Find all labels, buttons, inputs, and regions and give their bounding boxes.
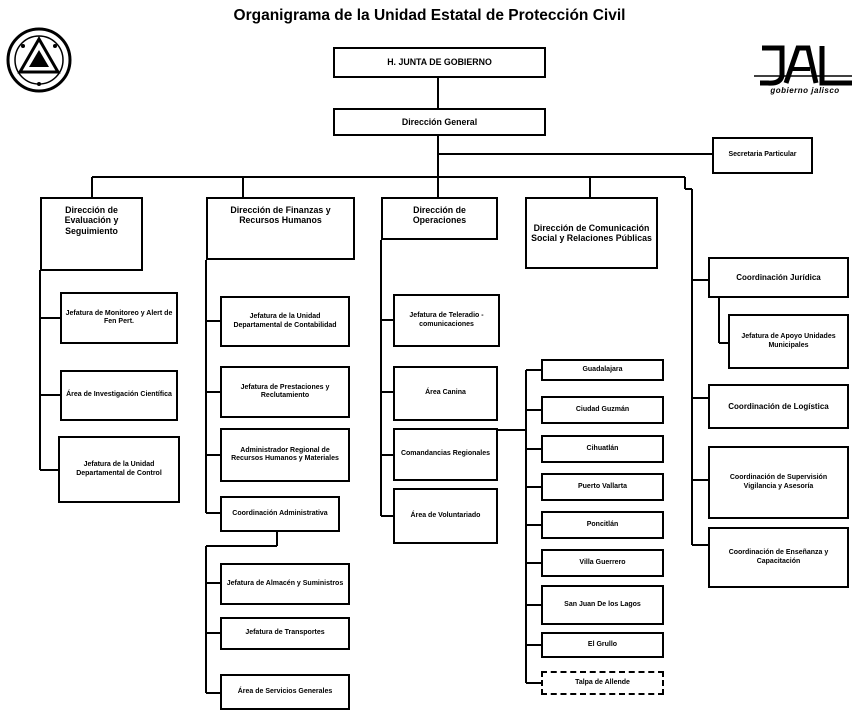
box-region-poncitlan: Poncitlán xyxy=(541,511,664,539)
box-apoyo-municipales: Jefatura de Apoyo Unidades Municipales xyxy=(728,314,849,369)
box-direccion-operaciones: Dirección de Operaciones xyxy=(381,197,498,240)
jalisco-logo xyxy=(754,45,852,86)
box-contabilidad: Jefatura de la Unidad Departamental de C… xyxy=(220,296,350,347)
box-coordinacion-juridica: Coordinación Jurídica xyxy=(708,257,849,298)
box-direccion-evaluacion: Dirección de Evaluación y Seguimiento xyxy=(40,197,143,271)
box-direccion-general: Dirección General xyxy=(333,108,546,136)
box-junta-gobierno: H. JUNTA DE GOBIERNO xyxy=(333,47,546,78)
box-unidad-control: Jefatura de la Unidad Departamental de C… xyxy=(58,436,180,503)
box-region-san-juan: San Juan De los Lagos xyxy=(541,585,664,625)
box-region-guadalajara: Guadalajara xyxy=(541,359,664,381)
box-comandancias: Comandancias Regionales xyxy=(393,428,498,481)
box-region-villa-guerrero: Villa Guerrero xyxy=(541,549,664,577)
box-coordinacion-supervision: Coordinación de Supervisión Vigilancia y… xyxy=(708,446,849,519)
box-region-talpa: Talpa de Allende xyxy=(541,671,664,695)
box-secretaria-particular: Secretaria Particular xyxy=(712,137,813,174)
box-teleradio: Jefatura de Teleradio - comunicaciones xyxy=(393,294,500,347)
box-monitoreo: Jefatura de Monitoreo y Alert de Fen Per… xyxy=(60,292,178,344)
civil-protection-seal-logo xyxy=(6,27,72,93)
box-coordinacion-administrativa: Coordinación Administrativa xyxy=(220,496,340,532)
box-administrador-regional: Administrador Regional de Recursos Human… xyxy=(220,428,350,482)
box-transportes: Jefatura de Transportes xyxy=(220,617,350,650)
box-region-grullo: El Grullo xyxy=(541,632,664,658)
box-coordinacion-ensenanza: Coordinación de Enseñanza y Capacitación xyxy=(708,527,849,588)
box-almacen: Jefatura de Almacén y Suministros xyxy=(220,563,350,605)
box-direccion-comunicacion: Dirección de Comunicación Social y Relac… xyxy=(525,197,658,269)
box-region-cihuatlan: Cihuatlán xyxy=(541,435,664,463)
box-coordinacion-logistica: Coordinación de Logística xyxy=(708,384,849,429)
box-region-guzman: Ciudad Guzmán xyxy=(541,396,664,424)
box-direccion-finanzas: Dirección de Finanzas y Recursos Humanos xyxy=(206,197,355,260)
box-investigacion: Área de Investigación Científica xyxy=(60,370,178,421)
chart-title: Organigrama de la Unidad Estatal de Prot… xyxy=(233,7,626,24)
box-area-canina: Área Canina xyxy=(393,366,498,421)
jalisco-logo-caption: gobierno jalisco xyxy=(770,86,840,95)
box-servicios-generales: Área de Servicios Generales xyxy=(220,674,350,710)
box-voluntariado: Área de Voluntariado xyxy=(393,488,498,544)
box-prestaciones: Jefatura de Prestaciones y Reclutamiento xyxy=(220,366,350,418)
box-region-vallarta: Puerto Vallarta xyxy=(541,473,664,501)
